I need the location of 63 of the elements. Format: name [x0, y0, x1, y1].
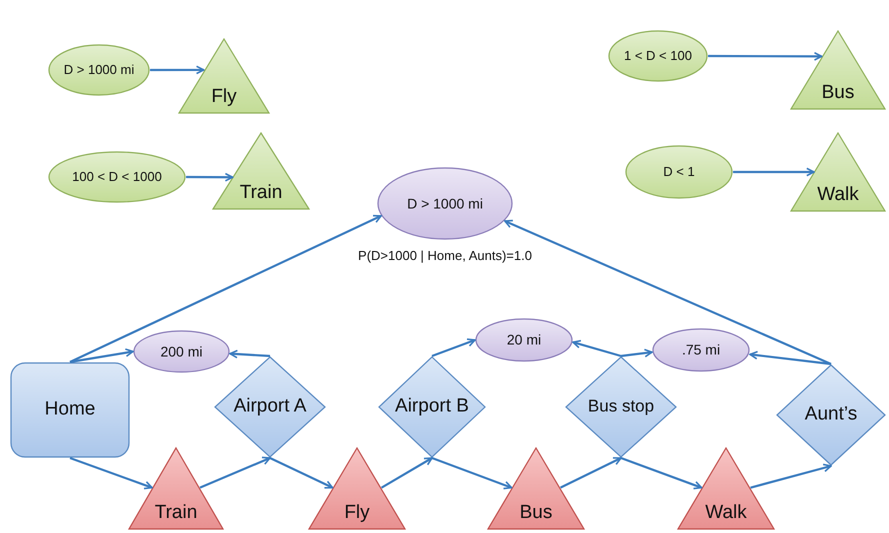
node-label: D > 1000 mi	[406, 196, 484, 212]
condition-ellipse	[608, 30, 708, 82]
location-diamond	[565, 356, 677, 458]
node-label: 20 mi	[506, 332, 542, 348]
arrow	[750, 464, 832, 489]
location-diamond	[776, 364, 886, 466]
node-label: Airport A	[232, 396, 308, 418]
arrow	[432, 456, 512, 490]
arrow	[380, 457, 433, 489]
arrow	[560, 457, 622, 489]
node-label: Walk	[704, 503, 748, 524]
node-label: Fly	[210, 87, 238, 108]
node-label: 100 < D < 1000	[71, 170, 163, 184]
node-label: 1 < D < 100	[623, 48, 693, 64]
arrow	[70, 456, 153, 490]
node-label: Home	[44, 400, 96, 420]
condition-ellipse	[48, 44, 150, 96]
location-diamond	[214, 356, 326, 458]
mode-triangle	[790, 30, 886, 110]
node-label: Airport B	[394, 396, 470, 418]
arrow	[504, 220, 832, 365]
arrow	[70, 214, 382, 363]
node-label: 200 mi	[159, 344, 204, 360]
node-label: .75 mi	[680, 342, 722, 358]
node-label: Aunt’s	[804, 404, 858, 426]
mode-triangle	[790, 132, 886, 212]
arrow	[200, 456, 271, 489]
condition-ellipse	[48, 151, 186, 203]
arrow	[229, 350, 270, 358]
arrow	[70, 348, 134, 364]
probability-note: P(D>1000 | Home, Aunts)=1.0	[358, 248, 532, 263]
node-label: Fly	[343, 503, 371, 524]
condition-ellipse	[133, 330, 230, 373]
arrow	[572, 340, 622, 358]
mode-triangle	[308, 447, 406, 530]
node-label: Train	[238, 183, 284, 204]
condition-ellipse	[377, 167, 513, 240]
node-label: Bus stop	[586, 398, 656, 416]
mode-triangle	[212, 132, 310, 210]
arrow	[270, 457, 334, 489]
condition-ellipse	[652, 328, 750, 372]
arrow	[749, 350, 832, 366]
node-label: D < 1	[662, 164, 696, 180]
mode-triangle	[677, 447, 775, 530]
node-label: Walk	[816, 185, 860, 206]
arrow	[150, 66, 205, 74]
arrow	[186, 172, 234, 182]
condition-ellipse	[475, 318, 573, 362]
arrow	[708, 52, 822, 61]
condition-ellipse	[625, 145, 733, 199]
node-label: Bus	[820, 83, 856, 104]
node-label: Train	[154, 503, 198, 524]
mode-triangle	[178, 38, 270, 114]
node-label: D > 1000 mi	[62, 62, 136, 78]
mode-triangle	[487, 447, 585, 530]
location-diamond	[378, 356, 486, 458]
arrow	[620, 456, 702, 490]
node-label: Bus	[518, 503, 554, 524]
arrow	[432, 338, 476, 358]
mode-triangle	[128, 447, 224, 530]
arrow	[620, 348, 653, 358]
arrow	[733, 168, 815, 176]
location-box	[10, 362, 130, 458]
